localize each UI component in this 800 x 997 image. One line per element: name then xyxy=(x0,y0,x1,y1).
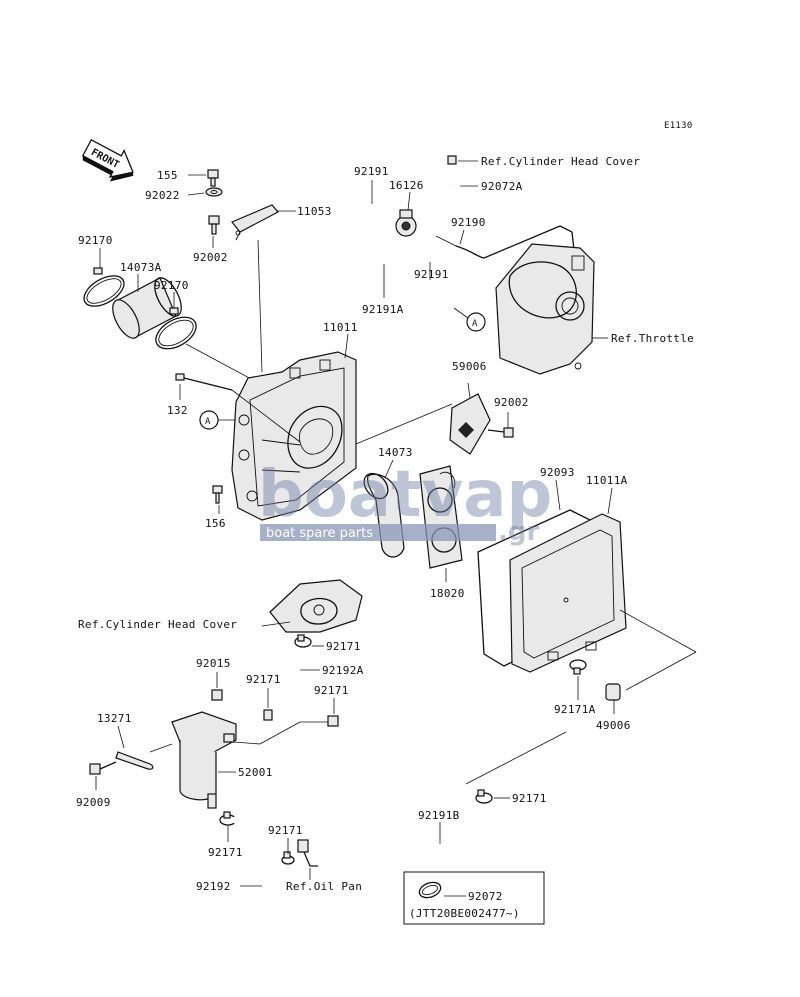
callout-92191B: 92191B xyxy=(418,809,460,822)
bolt-92002-mid xyxy=(487,427,514,438)
bolt-156 xyxy=(212,485,223,504)
callout-92191A: 92191A xyxy=(362,303,404,316)
callout-92192A: 92192A xyxy=(322,664,364,677)
hose-92192A xyxy=(285,652,300,706)
callout-92022: 92022 xyxy=(145,189,180,202)
bolt-92009 xyxy=(89,761,117,775)
valve-16126 xyxy=(395,209,417,237)
inset-box: 92072 (JTT20BE002477~) xyxy=(403,871,545,925)
bolt-132 xyxy=(175,373,233,391)
air-box-11011 xyxy=(231,351,357,521)
callout-132: 132 xyxy=(167,404,188,417)
diagram-code: E1130 xyxy=(664,121,693,131)
clamp-92171-d xyxy=(475,789,493,804)
callout-92015: 92015 xyxy=(196,657,231,670)
callout-92171-b: 92171 xyxy=(246,673,281,686)
callout-13271: 13271 xyxy=(97,712,132,725)
ref-cyl-head-top: Ref.Cylinder Head Cover xyxy=(481,155,640,168)
callout-92191-top: 92191 xyxy=(354,165,389,178)
callout-92072A: 92072A xyxy=(481,180,523,193)
clamp-92171-b xyxy=(263,709,273,721)
callout-18020: 18020 xyxy=(430,587,465,600)
ref-oil-pan: Ref.Oil Pan xyxy=(286,880,362,893)
bracket-11053 xyxy=(231,204,279,241)
clamp-92171-c xyxy=(327,715,339,727)
watermark-brand: boatvap xyxy=(258,458,552,532)
ref-throttle: Ref.Throttle xyxy=(611,332,694,345)
ref-cyl-head-mid: Ref.Cylinder Head Cover xyxy=(78,618,237,631)
callout-92171-f: 92171 xyxy=(268,824,303,837)
nut-92015 xyxy=(211,689,223,701)
front-arrow-icon: FRONT xyxy=(81,138,134,182)
svg-text:A: A xyxy=(472,319,478,329)
callout-92192: 92192 xyxy=(196,880,231,893)
washer-92022 xyxy=(205,187,223,197)
clamp-92170-left xyxy=(83,267,125,307)
callout-92171A: 92171A xyxy=(554,703,596,716)
clamp-92171-a xyxy=(294,634,312,648)
callout-11011A: 11011A xyxy=(586,474,628,487)
sleeve-14073A xyxy=(112,277,182,339)
watermark-suffix: .gr xyxy=(498,517,539,547)
plate-59006 xyxy=(449,393,491,455)
callout-92191-mid: 92191 xyxy=(414,268,449,281)
callout-14073: 14073 xyxy=(378,446,413,459)
pipe-92072A xyxy=(375,144,457,188)
callout-92009: 92009 xyxy=(76,796,111,809)
clamp-92171A xyxy=(569,659,587,675)
svg-text:A: A xyxy=(205,417,211,427)
marker-a-left: A xyxy=(199,410,219,430)
callout-92171-a: 92171 xyxy=(326,640,361,653)
callout-156: 156 xyxy=(205,517,226,530)
clamp-92072 xyxy=(418,881,442,899)
callout-92170-left: 92170 xyxy=(78,234,113,247)
callout-92190: 92190 xyxy=(451,216,486,229)
callout-16126: 16126 xyxy=(389,179,424,192)
callout-92171-d: 92171 xyxy=(512,792,547,805)
cap-49006 xyxy=(605,683,621,701)
hose-92191-mid xyxy=(421,235,439,259)
cover-11011A xyxy=(509,513,627,673)
watermark-tagline: boat spare parts xyxy=(266,526,373,541)
cyl-head-cover-fitting xyxy=(269,579,363,633)
throttle-body xyxy=(495,243,595,375)
hose-92192 xyxy=(232,816,270,908)
bolt-92002-top xyxy=(208,215,220,235)
callout-11011: 11011 xyxy=(323,321,358,334)
callout-155: 155 xyxy=(157,169,178,182)
callout-92170-right: 92170 xyxy=(154,279,189,292)
hose-92190 xyxy=(455,225,575,259)
oil-pan-fitting xyxy=(297,839,318,867)
callout-92093: 92093 xyxy=(540,466,575,479)
clamp-92171-f xyxy=(281,851,295,865)
watermark: boatvap .gr boat spare parts xyxy=(258,458,552,547)
callout-49006: 49006 xyxy=(596,719,631,732)
callout-92002-mid: 92002 xyxy=(494,396,529,409)
hose-92191A xyxy=(362,233,455,309)
tank-52001 xyxy=(171,711,237,809)
callout-92072: 92072 xyxy=(468,890,503,903)
marker-a-right: A xyxy=(466,312,486,332)
serial-note: (JTT20BE002477~) xyxy=(409,907,520,920)
hose-92191B xyxy=(336,730,507,882)
bolt-155 xyxy=(207,169,219,187)
callout-52001: 52001 xyxy=(238,766,273,779)
callout-92171-c: 92171 xyxy=(314,684,349,697)
callout-59006: 59006 xyxy=(452,360,487,373)
hose-92191-top xyxy=(363,205,389,215)
pin-13271 xyxy=(115,751,154,770)
callout-92171-e: 92171 xyxy=(208,846,243,859)
callout-92002-top: 92002 xyxy=(193,251,228,264)
callout-14073A: 14073A xyxy=(120,261,162,274)
callout-11053: 11053 xyxy=(297,205,332,218)
